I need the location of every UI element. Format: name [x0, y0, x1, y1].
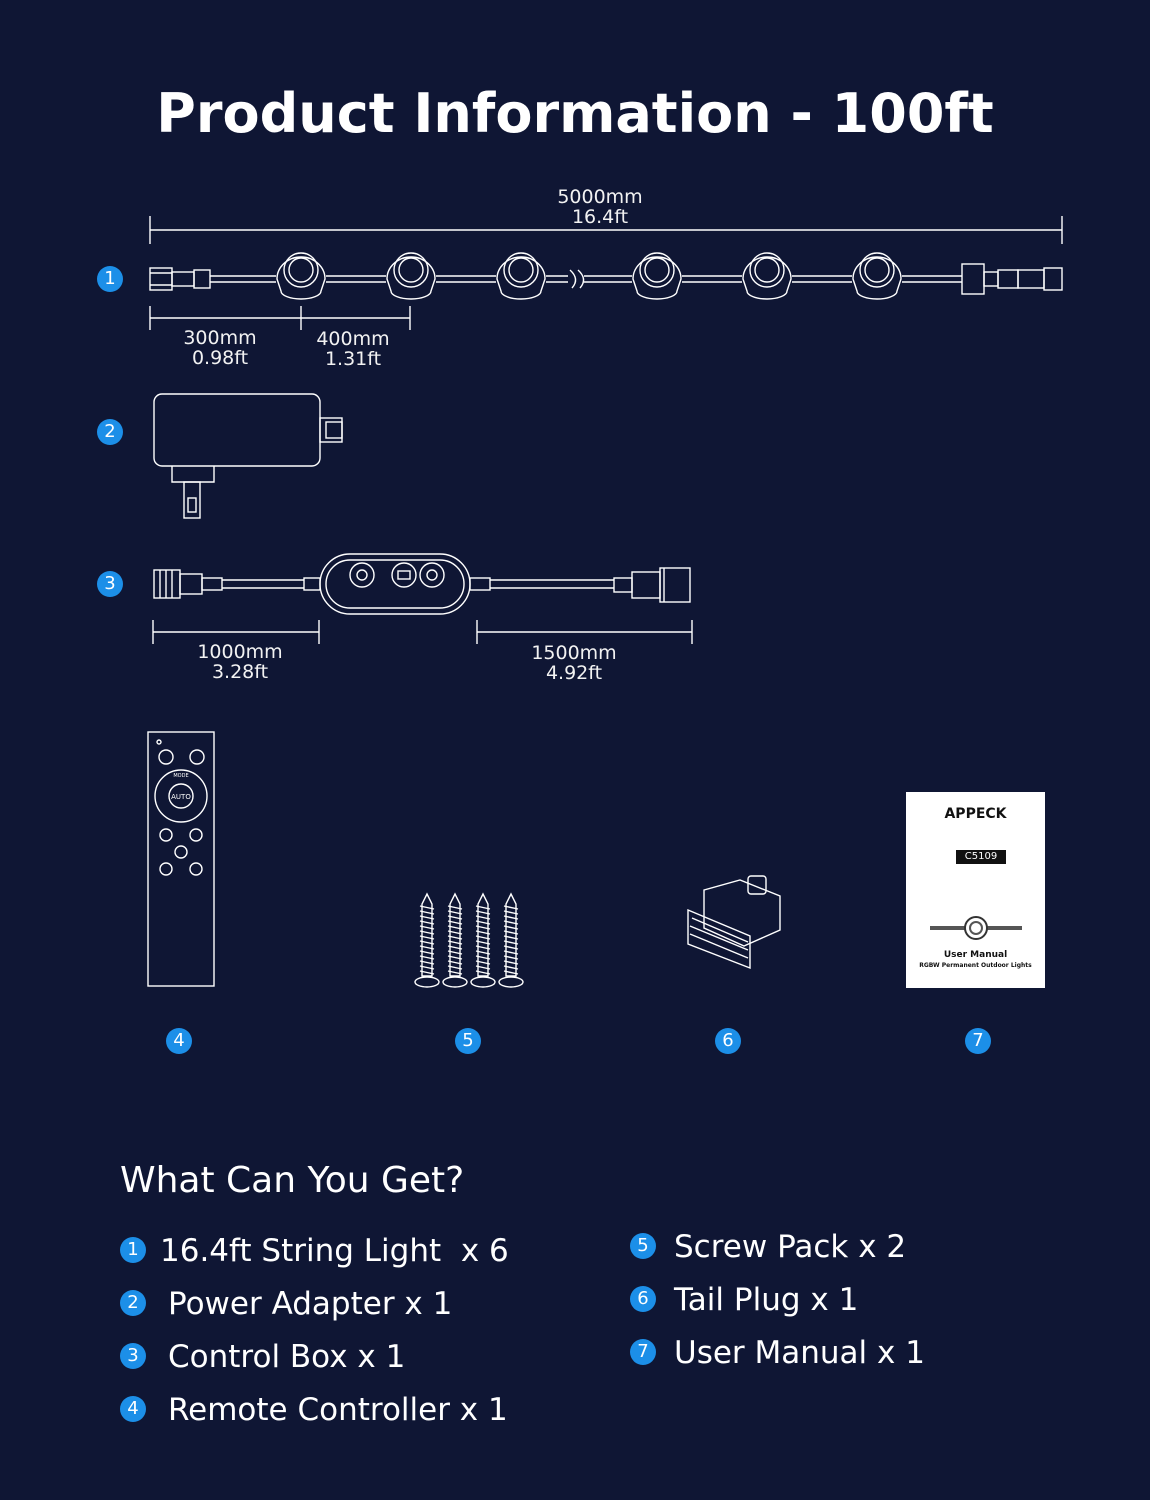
item-label: Power Adapter x 1	[168, 1286, 453, 1322]
remote-badge: 4	[166, 1028, 192, 1054]
bulb-icon	[386, 252, 436, 300]
screw-icon	[442, 892, 468, 988]
string-light-segment-dimensions	[149, 306, 411, 330]
list-item: 3 Control Box x 1	[120, 1337, 405, 1377]
product-diagram: AUTO MODE	[147, 216, 1063, 988]
total-length-label: 5000mm 16.4ft	[540, 187, 660, 227]
control-right-length-ft: 4.92ft	[545, 662, 603, 684]
total-length-mm: 5000mm	[557, 186, 643, 208]
bulb-icon	[742, 252, 792, 300]
control-right-length-label: 1500mm 4.92ft	[524, 643, 624, 683]
list-item: 5 Screw Pack x 2	[630, 1227, 906, 1267]
remote-controller-drawing: AUTO MODE	[147, 731, 215, 987]
string-light-badge: 1	[97, 266, 123, 292]
segment1-length-mm: 300mm	[183, 327, 257, 349]
item-label: Tail Plug x 1	[674, 1282, 859, 1318]
segment2-length-ft: 1.31ft	[324, 348, 382, 370]
adapter-badge: 2	[97, 419, 123, 445]
bulb-icon	[632, 252, 682, 300]
item-number: 7	[630, 1338, 656, 1365]
remote-auto-label: AUTO	[171, 793, 191, 801]
list-item: 4 Remote Controller x 1	[120, 1390, 508, 1430]
item-number: 5	[630, 1232, 656, 1259]
manual-badge: 7	[965, 1028, 991, 1054]
segment2-length-mm: 400mm	[316, 328, 390, 350]
bulb-icon	[276, 252, 326, 300]
tail-plug-drawing	[687, 875, 781, 970]
list-item: 7 User Manual x 1	[630, 1333, 925, 1373]
item-label: 16.4ft String Light x 6	[160, 1233, 509, 1269]
item-label: Control Box x 1	[168, 1339, 406, 1375]
total-length-ft: 16.4ft	[571, 206, 629, 228]
string-light-drawing	[149, 252, 1063, 300]
screw-icon	[470, 892, 496, 988]
control-right-length-mm: 1500mm	[531, 642, 617, 664]
manual-title: User Manual	[943, 950, 1008, 960]
list-item: 6 Tail Plug x 1	[630, 1280, 858, 1320]
manual-light-icon	[930, 916, 1022, 940]
list-item: 2 Power Adapter x 1	[120, 1284, 452, 1324]
manual-model: C5109	[956, 850, 1006, 864]
manual-subtitle: RGBW Permanent Outdoor Lights	[919, 962, 1032, 969]
screws-badge: 5	[455, 1028, 481, 1054]
control-left-length-mm: 1000mm	[197, 641, 283, 663]
item-label: Remote Controller x 1	[168, 1392, 508, 1428]
page-title: Product Information - 100ft	[156, 82, 994, 145]
string-light-total-dimension	[149, 216, 1063, 244]
item-number: 4	[120, 1395, 146, 1422]
control-box-drawing	[153, 553, 691, 615]
item-number: 2	[120, 1289, 146, 1316]
bulb-icon	[852, 252, 902, 300]
tail-plug-badge: 6	[715, 1028, 741, 1054]
segment1-length-ft: 0.98ft	[191, 347, 249, 369]
item-label: Screw Pack x 2	[674, 1229, 907, 1265]
item-number: 3	[120, 1342, 146, 1369]
contents-heading: What Can You Get?	[120, 1160, 465, 1201]
bulb-icon	[496, 252, 546, 300]
segment1-length-label: 300mm 0.98ft	[170, 328, 270, 368]
item-number: 1	[120, 1236, 146, 1263]
screw-icon	[414, 892, 440, 988]
control-left-length-ft: 3.28ft	[211, 661, 269, 683]
manual-brand: APPECK	[944, 806, 1007, 822]
control-left-length-label: 1000mm 3.28ft	[190, 642, 290, 682]
user-manual-cover: APPECK C5109 User Manual RGBW Permanent …	[906, 792, 1045, 988]
screws-drawing	[414, 892, 524, 988]
item-number: 6	[630, 1285, 656, 1312]
control-box-badge: 3	[97, 571, 123, 597]
control-box-dimensions	[152, 620, 693, 644]
screw-icon	[498, 892, 524, 988]
remote-mode-label: MODE	[173, 773, 188, 779]
power-adapter-drawing	[153, 393, 343, 519]
item-label: User Manual x 1	[674, 1335, 925, 1371]
segment2-length-label: 400mm 1.31ft	[303, 329, 403, 369]
list-item: 1 16.4ft String Light x 6	[120, 1231, 509, 1271]
